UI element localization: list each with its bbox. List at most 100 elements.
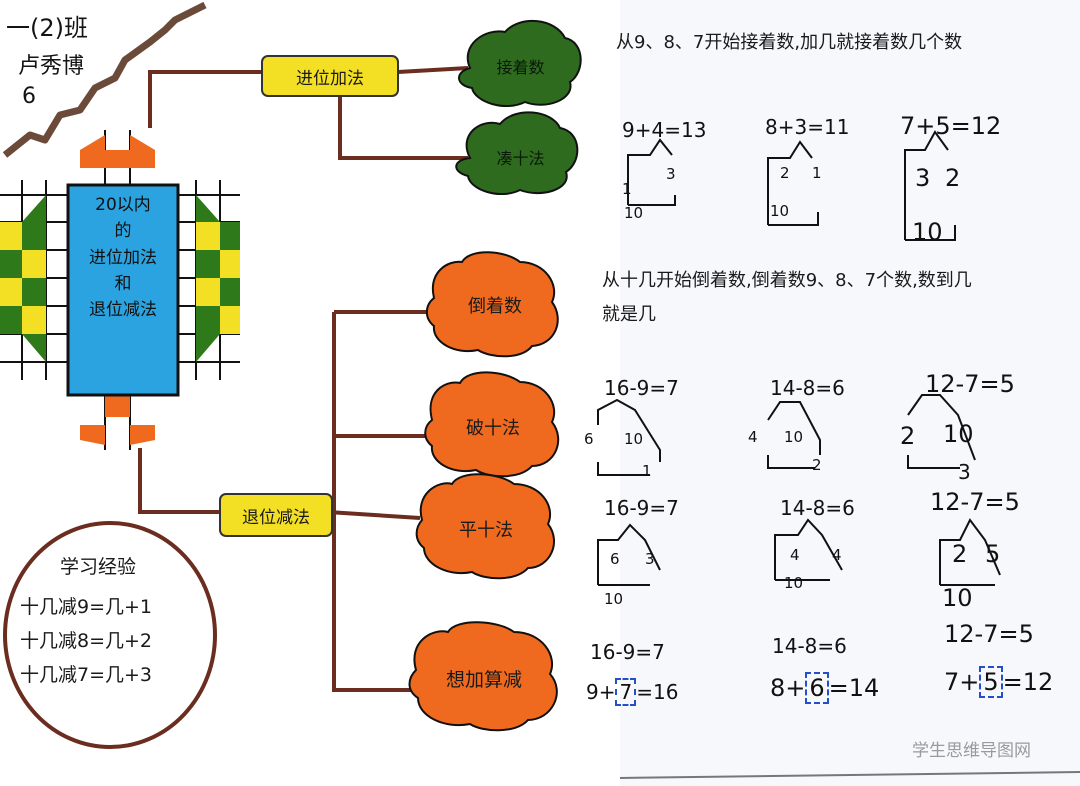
- house-diagrams-add: [627, 130, 956, 241]
- think-pre-1: 9+: [586, 680, 616, 704]
- house-break-3: [907, 394, 976, 461]
- break-left-2: 4: [748, 428, 758, 446]
- think-box-3: 5: [979, 666, 1003, 698]
- add-eq-2: 8+3=11: [765, 115, 850, 139]
- think-pre-3: 7+: [944, 668, 980, 696]
- house-add-3-base: [905, 225, 956, 241]
- note-count-back-2: 就是几: [602, 304, 656, 325]
- add-right-1: 3: [666, 165, 676, 183]
- break-left-1: 6: [584, 430, 594, 448]
- line-center-to-subtraction: [138, 448, 220, 514]
- add-eq-1: 9+4=13: [622, 118, 707, 142]
- subtraction-box: [219, 493, 333, 537]
- learning-rule-3: 十几减7=几+3: [20, 664, 153, 686]
- note-count-on: 从9、8、7开始接着数,加几就接着数几个数: [616, 32, 963, 53]
- think-post-3: =12: [1002, 668, 1054, 696]
- level-left-3: 2: [952, 540, 968, 568]
- break-bottom-3: 3: [958, 460, 971, 484]
- line-addition-to-jiezhe: [397, 66, 469, 74]
- level-eq-2: 14-8=6: [780, 496, 855, 520]
- center-line-2: 的: [114, 221, 132, 242]
- node-daozhe: 倒着数: [468, 296, 522, 317]
- house-add-3: [904, 130, 949, 240]
- level-eq-1: 16-9=7: [604, 496, 679, 520]
- break-bottom-2: 2: [812, 456, 822, 474]
- addition-label: 进位加法: [296, 69, 364, 89]
- node-jiezhe: 接着数: [496, 58, 545, 77]
- add-left-2: 2: [780, 164, 790, 182]
- level-left-1: 6: [610, 550, 620, 568]
- house-add-1-base: [628, 195, 676, 206]
- add-bottom-2: 10: [770, 202, 790, 220]
- center-title: 20以内 的 进位加法 和 退位减法: [68, 192, 178, 324]
- paper-edge: [619, 771, 1080, 779]
- learning-rule-1: 十几减9=几+1: [20, 596, 153, 618]
- house-level-2: [774, 518, 843, 580]
- green-clouds: [455, 19, 582, 195]
- level-bottom-2: 10: [784, 574, 804, 592]
- learning-circle: [3, 521, 217, 749]
- house-break-1: [597, 398, 661, 462]
- addition-box: [261, 55, 399, 97]
- house-add-2: [767, 140, 813, 225]
- learning-rule-2: 十几减8=几+2: [20, 630, 153, 652]
- roof-zigzag: [2, 1, 207, 158]
- add-left-3: 3: [915, 164, 931, 192]
- level-eq-3: 12-7=5: [930, 488, 1020, 516]
- node-pingshi: 平十法: [459, 520, 513, 541]
- break-right-3: 10: [943, 420, 974, 448]
- think-eq-2: 14-8=6: [772, 634, 847, 658]
- class-name: 一(2)班: [6, 14, 88, 42]
- think-line-2: 8+6=14: [770, 672, 879, 704]
- think-eq-3: 12-7=5: [944, 620, 1034, 648]
- house-add-1: [627, 138, 673, 205]
- line-subtraction-trunk: [332, 312, 420, 692]
- break-right-2: 10: [784, 428, 804, 446]
- connector-lines: [138, 66, 469, 692]
- break-right-1: 10: [624, 430, 644, 448]
- level-left-2: 4: [790, 546, 800, 564]
- subtraction-label: 退位减法: [242, 508, 310, 528]
- student-name: 卢秀博: [18, 54, 85, 79]
- center-box: [66, 183, 180, 397]
- level-bottom-3: 10: [942, 584, 973, 612]
- learning-title: 学习经验: [60, 556, 137, 578]
- level-right-3: 5: [985, 540, 1001, 568]
- house-add-2-base: [768, 212, 819, 226]
- node-coushi: 凑十法: [496, 149, 545, 168]
- add-bottom-1: 10: [624, 204, 644, 222]
- center-line-4: 和: [114, 274, 132, 295]
- line-center-to-addition: [148, 70, 262, 128]
- add-right-3: 2: [945, 164, 961, 192]
- break-eq-3: 12-7=5: [925, 370, 1015, 398]
- note-count-back-1: 从十几开始倒着数,倒着数9、8、7个数,数到几: [602, 270, 972, 291]
- node-poshi: 破十法: [466, 418, 520, 439]
- house-level-1: [597, 523, 661, 585]
- line-subtraction-to-pingshi: [327, 510, 421, 520]
- level-bottom-1: 10: [604, 590, 624, 608]
- think-pre-2: 8+: [770, 674, 806, 702]
- break-eq-2: 14-8=6: [770, 376, 845, 400]
- add-right-2: 1: [812, 164, 822, 182]
- think-box-2: 6: [805, 672, 829, 704]
- break-left-3: 2: [900, 422, 916, 450]
- student-number: 6: [22, 84, 36, 109]
- think-line-1: 9+7=16: [586, 678, 679, 706]
- house-break-3-base: [907, 455, 960, 469]
- house-diagrams-break: [597, 394, 976, 476]
- think-box-1: 7: [615, 678, 637, 706]
- center-line-5: 退位减法: [89, 300, 157, 321]
- add-bottom-3: 10: [912, 218, 943, 246]
- line-addition-to-cou: [338, 95, 468, 160]
- paper-shade: [620, 0, 1080, 786]
- think-eq-1: 16-9=7: [590, 640, 665, 664]
- house-break-2: [767, 401, 821, 455]
- think-post-1: =16: [636, 680, 679, 704]
- level-right-1: 3: [645, 550, 655, 568]
- center-line-1: 20以内: [95, 195, 151, 215]
- break-bottom-1: 1: [642, 462, 652, 480]
- think-line-3: 7+5=12: [944, 666, 1054, 698]
- house-diagrams-level: [597, 518, 1001, 586]
- house-break-1-base: [597, 462, 650, 476]
